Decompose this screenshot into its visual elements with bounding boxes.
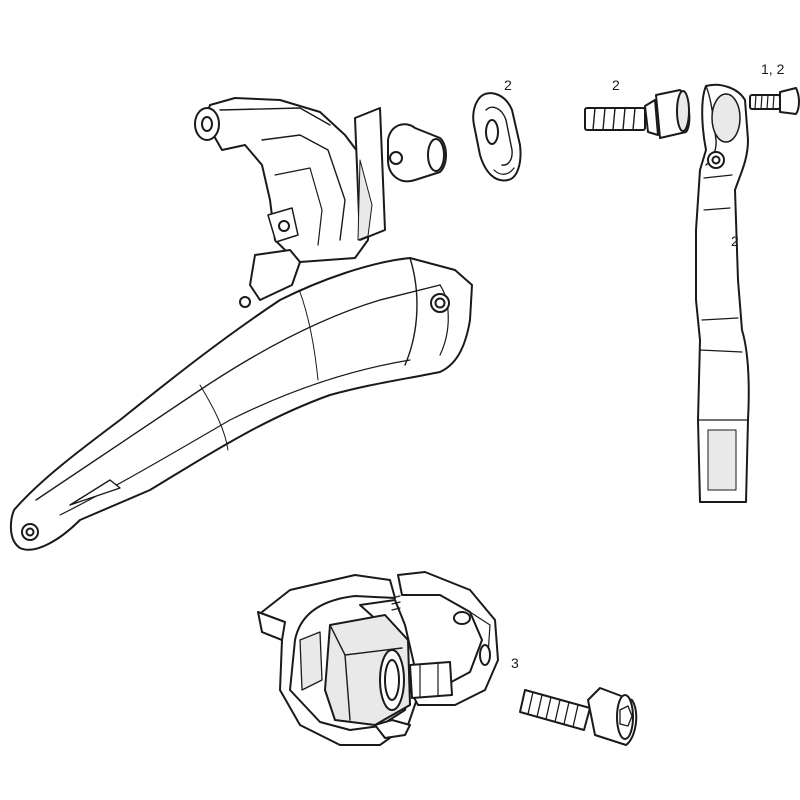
mounting-bolt bbox=[584, 89, 691, 139]
callout-clamp-bolt: 3 bbox=[511, 655, 519, 671]
callout-washer: 2 bbox=[504, 77, 512, 93]
band-clamp bbox=[257, 571, 499, 746]
callout-screw: 1, 2 bbox=[761, 61, 785, 77]
front-derailleur bbox=[9, 97, 473, 551]
spacer-washer bbox=[472, 92, 522, 182]
callout-bolt: 2 bbox=[612, 77, 620, 93]
clamp-bolt bbox=[519, 687, 638, 746]
small-screw bbox=[749, 87, 800, 115]
callout-arm: 2 bbox=[731, 233, 739, 249]
derailleur-arm bbox=[695, 83, 750, 503]
